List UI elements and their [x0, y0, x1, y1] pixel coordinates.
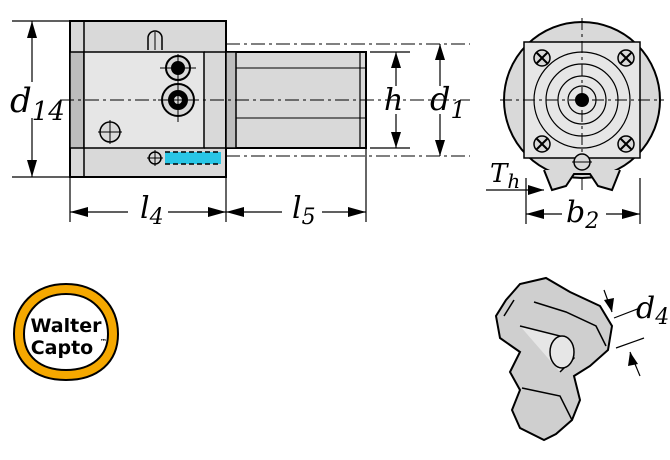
svg-text:b2: b2	[566, 195, 599, 234]
label-l4-sub: 4	[149, 205, 164, 230]
front-view	[486, 18, 664, 224]
label-d14-main: d	[10, 81, 32, 121]
side-view	[12, 20, 470, 222]
label-th-sub: h	[507, 169, 520, 193]
svg-text:Th: Th	[490, 159, 520, 193]
svg-text:d14: d14	[10, 81, 65, 127]
label-l4-main: l	[140, 191, 150, 226]
isometric-view	[494, 276, 645, 442]
dimension-labels: d14 h d1 l4 l5 Th b2 d4	[10, 80, 669, 330]
label-d4-main: d	[636, 291, 655, 326]
label-h: h	[384, 83, 403, 118]
walter-capto-logo: Walter Capto ™	[12, 282, 120, 382]
label-l5-main: l	[292, 191, 302, 226]
label-d1-main: d	[430, 80, 450, 118]
label-d1-sub: 1	[450, 96, 465, 124]
svg-text:d1: d1	[430, 80, 466, 124]
label-th-main: T	[490, 159, 509, 189]
svg-text:l4: l4	[140, 191, 164, 230]
label-l5-sub: 5	[302, 205, 316, 230]
label-d14-sub: 14	[32, 97, 65, 127]
label-b2-sub: 2	[584, 209, 599, 234]
logo-line-1: Walter	[31, 315, 103, 337]
svg-text:d4: d4	[636, 291, 669, 330]
logo-line-2: Capto	[31, 337, 94, 359]
logo-trademark: ™	[100, 338, 107, 346]
label-b2-main: b	[566, 195, 585, 230]
label-d4-sub: 4	[654, 305, 669, 330]
svg-text:l5: l5	[292, 191, 316, 230]
